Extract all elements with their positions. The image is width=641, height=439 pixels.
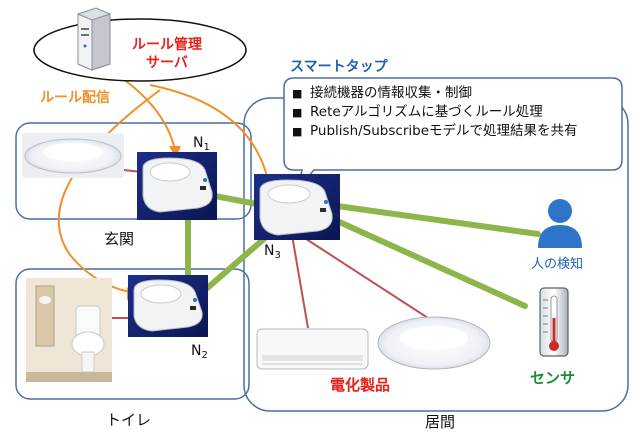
sensor-label: センサ: [530, 369, 576, 387]
room-label-living: 居間: [425, 413, 456, 431]
feature-item: ■接続機器の情報収集・制御: [292, 85, 472, 101]
smart-tap-n1: [137, 152, 217, 220]
person-icon: [538, 199, 582, 248]
thermometer-icon: [539, 287, 569, 357]
node-label-n2: N2: [191, 343, 208, 361]
link-n3-lamp: [299, 234, 429, 319]
feature-item: ■Publish/Subscribeモデルで処理結果を共有: [292, 123, 578, 139]
link-n3-aircon: [291, 234, 309, 329]
human-detect-label: 人の検知: [531, 257, 584, 272]
toilet-photo: [26, 278, 112, 382]
node-label-n3: N3: [264, 243, 281, 261]
air-conditioner: [256, 328, 369, 370]
feature-item: ■Reteアルゴリズムに基づくルール処理: [292, 104, 543, 120]
toilet-room-box: [15, 268, 250, 400]
smart-tap-n3: [254, 174, 340, 240]
link-n2-n3: [202, 235, 268, 293]
smart-tap-feature-list: ■接続機器の情報収集・制御 ■Reteアルゴリズムに基づくルール処理 ■Publ…: [292, 84, 622, 141]
appliances-label: 電化製品: [330, 376, 391, 394]
server-label-line2: サーバ: [146, 55, 188, 71]
smart-tap-n2: [128, 275, 208, 337]
node-label-n1: N1: [193, 135, 210, 153]
bullet-square-icon: ■: [292, 125, 303, 138]
ceiling-lamp-living: [377, 316, 491, 370]
server-icon: [77, 7, 111, 71]
room-label-entrance: 玄関: [104, 230, 135, 248]
link-n3-human: [334, 203, 541, 237]
rule-arrow-n3: [149, 84, 269, 181]
server-label-line1: ルール管理: [132, 37, 202, 53]
link-n3-sensor: [332, 217, 528, 309]
room-label-toilet: トイレ: [106, 411, 152, 429]
bullet-square-icon: ■: [292, 87, 303, 100]
entrance-room-box: [15, 122, 252, 220]
ceiling-lamp-entrance: [22, 133, 124, 178]
rule-delivery-label: ルール配信: [40, 90, 110, 106]
bullet-square-icon: ■: [292, 106, 303, 119]
smart-tap-title: スマートタップ: [290, 59, 388, 75]
